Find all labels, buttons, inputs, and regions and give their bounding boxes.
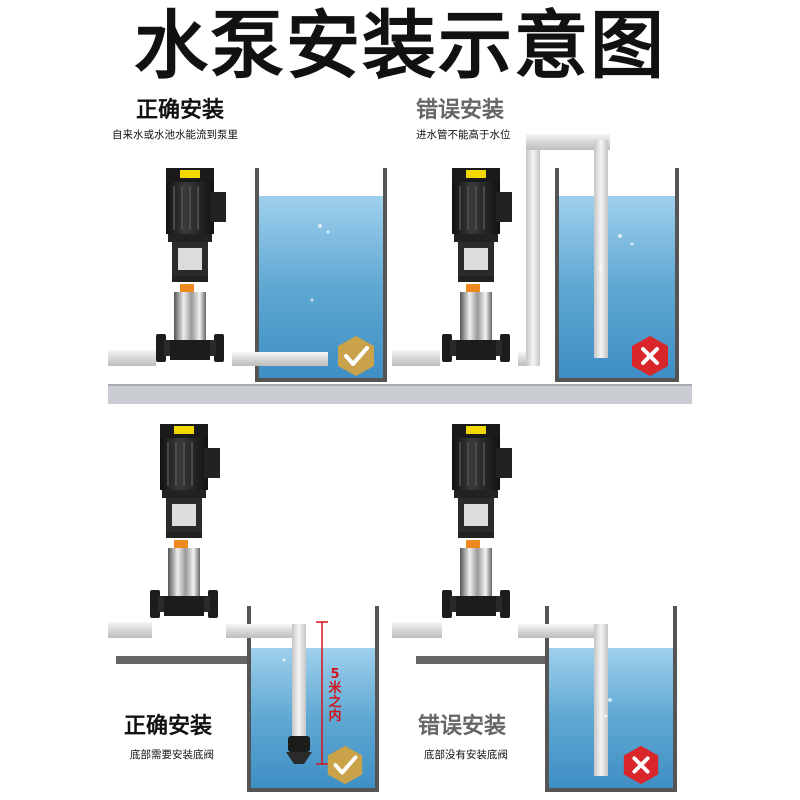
cross-icon <box>620 744 662 786</box>
page-title: 水泵安装示意图 <box>134 3 666 89</box>
panel-label: 正确安装 <box>124 714 213 739</box>
panel-top-right: 错误安装 进水管不能高于水位 <box>416 98 556 142</box>
panel-top-left: 正确安装 自来水或水池水能流到泵里 <box>112 98 262 142</box>
depth-note: 5米之内 <box>328 667 342 724</box>
panel-label: 错误安装 <box>416 98 505 123</box>
panel-bottom-left: 正确安装 底部需要安装底阀 <box>124 714 254 762</box>
panel-caption: 底部需要安装底阀 <box>130 749 214 761</box>
check-icon <box>334 334 378 378</box>
check-icon <box>324 744 366 786</box>
panel-caption: 自来水或水池水能流到泵里 <box>112 129 238 141</box>
panel-caption: 底部没有安装底阀 <box>424 749 508 761</box>
panel-bottom-right: 错误安装 底部没有安装底阀 <box>418 714 548 762</box>
panel-caption: 进水管不能高于水位 <box>416 129 511 141</box>
panel-label: 错误安装 <box>418 714 507 739</box>
panel-label: 正确安装 <box>136 98 225 123</box>
cross-icon <box>628 334 672 378</box>
